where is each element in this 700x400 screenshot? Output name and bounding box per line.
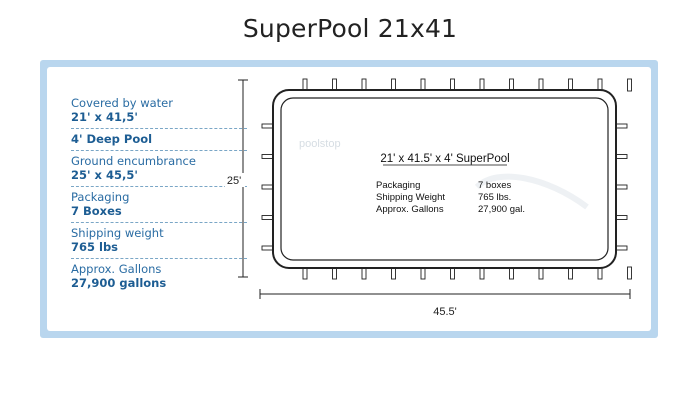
spec-value: 25' x 45,5' (71, 168, 138, 182)
spec-panel-inner: Covered by water 21' x 41,5' 4' Deep Poo… (47, 67, 651, 331)
spec-label: Shipping weight (71, 226, 164, 240)
spec-value: 21' x 41,5' (71, 110, 138, 124)
spec-ground-encumbrance: Ground encumbrance 25' x 45,5' (71, 151, 247, 187)
pool-stakes (261, 78, 632, 280)
pool-inner-wall (280, 97, 609, 261)
pool-diagram: 25' 45.5' poolstop 21' x 41.5' x 4' Supe… (225, 78, 632, 318)
spec-label: Covered by water (71, 96, 173, 110)
watermark-logo: poolstop (299, 138, 341, 150)
pool-row-value: 27,900 gal. (478, 204, 525, 215)
spec-value: 4' Deep Pool (71, 132, 153, 146)
spec-packaging: Packaging 7 Boxes (71, 187, 247, 223)
pool-row-label: Packaging (376, 180, 420, 191)
pool-row-value: 7 boxes (478, 180, 512, 191)
pool-row-value: 765 lbs. (478, 192, 511, 203)
spec-label: Ground encumbrance (71, 154, 196, 168)
pool-stake (627, 78, 632, 92)
spec-value: 765 lbs (71, 240, 119, 254)
spec-deep-pool: 4' Deep Pool (71, 129, 247, 151)
page-title: SuperPool 21x41 (242, 14, 458, 43)
spec-label: Packaging (71, 190, 130, 204)
spec-label: Approx. Gallons (71, 262, 162, 276)
width-dimension-label: 45.5' (433, 306, 457, 318)
pool-spec-title: 21' x 41.5' x 4' SuperPool (380, 153, 509, 165)
pool-stake (627, 266, 632, 280)
height-label-bg (225, 173, 245, 187)
spec-approx-gallons: Approx. Gallons 27,900 gallons (71, 259, 247, 295)
spec-value: 27,900 gallons (71, 276, 167, 290)
spec-value: 7 Boxes (71, 204, 122, 218)
spec-list: Covered by water 21' x 41,5' 4' Deep Poo… (71, 93, 247, 295)
spec-covered-by-water: Covered by water 21' x 41,5' (71, 93, 247, 129)
watermark-swoosh (474, 173, 589, 210)
pool-row-label: Approx. Gallons (376, 204, 444, 215)
pool-row-label: Shipping Weight (376, 192, 445, 203)
spec-shipping-weight: Shipping weight 765 lbs (71, 223, 247, 259)
spec-panel: Covered by water 21' x 41,5' 4' Deep Poo… (40, 60, 658, 338)
height-dimension-label: 25' (227, 175, 241, 187)
